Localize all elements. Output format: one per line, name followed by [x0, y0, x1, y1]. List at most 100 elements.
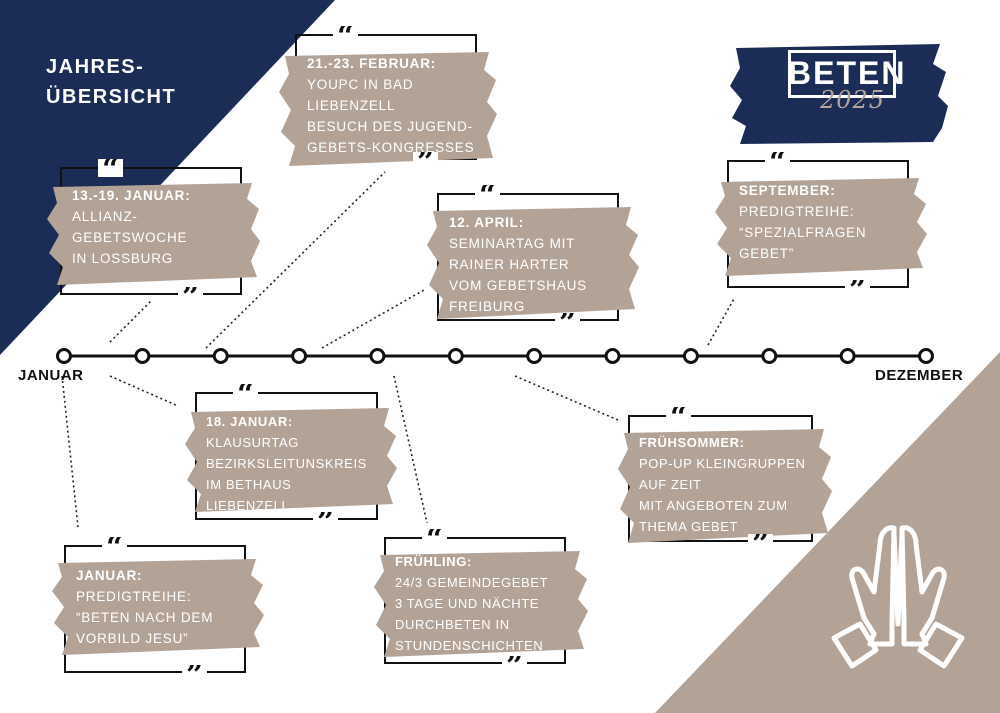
quote-close-icon: ”: [845, 280, 871, 298]
connector-line: [109, 299, 153, 343]
event-card-fruehling: “ ” FRÜHLING: 24/3 GEMEINDEGEBET 3 TAGE …: [374, 529, 588, 674]
connector-line: [514, 375, 619, 421]
event-line: THEMA GEBET: [639, 519, 739, 534]
event-line: RAINER HARTER: [449, 257, 570, 272]
event-line: PREDIGTREIHE:: [739, 204, 855, 219]
event-card-youpc: “ ” 21.-23. FEBRUAR: YOUPC IN BAD LIEBEN…: [279, 26, 497, 170]
event-line: GEBET”: [739, 246, 795, 261]
event-heading: 13.-19. JANUAR:: [72, 188, 191, 203]
connector-lines: [61, 171, 736, 528]
event-line: AUF ZEIT: [639, 477, 702, 492]
timeline-month-marker: [839, 348, 856, 364]
event-line: SEMINARTAG MIT: [449, 236, 576, 251]
brush-stroke: [52, 559, 264, 655]
timeline-month-marker: [134, 348, 151, 364]
connector-line: [61, 375, 79, 528]
event-line: VORBILD JESU”: [76, 631, 189, 646]
brush-stroke: [185, 408, 397, 512]
event-line: BEZIRKSLEITUNSKREIS: [206, 456, 367, 471]
timeline-month-marker: [369, 348, 386, 364]
event-heading: SEPTEMBER:: [739, 183, 836, 198]
event-line: DURCHBETEN IN: [395, 617, 510, 632]
event-line: YOUPC IN BAD: [307, 77, 414, 92]
quote-close-icon: ”: [555, 313, 581, 331]
event-heading: FRÜHLING:: [395, 554, 472, 569]
timeline-month-marker: [918, 348, 934, 364]
event-line: STUNDENSCHICHTEN: [395, 638, 544, 653]
event-line: GEBETS-KONGRESSES: [307, 140, 475, 155]
timeline-month-marker: [526, 348, 543, 364]
quote-open-icon: “: [475, 185, 501, 203]
quote-open-icon: “: [765, 152, 791, 170]
page-title: JAHRES- ÜBERSICHT: [46, 52, 176, 112]
timeline-start-label: JANUAR: [18, 367, 84, 384]
quote-close-icon: ”: [313, 512, 339, 530]
brush-stroke: [618, 429, 832, 543]
event-line: KLAUSURTAG: [206, 435, 299, 450]
event-line: PREDIGTREIHE:: [76, 589, 192, 604]
brush-stroke: [47, 183, 260, 285]
quote-open-icon: “: [102, 537, 128, 555]
connector-line: [393, 375, 428, 524]
quote-close-icon: ”: [413, 152, 439, 170]
event-card-september: “ ” SEPTEMBER: PREDIGTREIHE: “SPEZIALFRA…: [715, 152, 927, 298]
event-heading: 21.-23. FEBRUAR:: [307, 56, 437, 71]
quote-close-icon: ”: [502, 656, 528, 674]
connector-line: [109, 375, 179, 407]
timeline-month-marker: [761, 348, 778, 364]
timeline-month-marker: [56, 348, 72, 364]
event-heading: JANUAR:: [76, 568, 143, 583]
praying-hands-icon: [831, 525, 965, 669]
event-line: “BETEN NACH DEM: [76, 610, 214, 625]
timeline-month-marker: [447, 348, 464, 364]
event-line: “SPEZIALFRAGEN: [739, 225, 867, 240]
event-line: VOM GEBETSHAUS: [449, 278, 587, 293]
beten-logo: BETEN 2025: [728, 42, 948, 146]
brush-stroke: [715, 178, 927, 276]
event-line: IM BETHAUS: [206, 477, 292, 492]
event-line: IN LOSSBURG: [72, 251, 174, 266]
logo-year: 2025: [820, 86, 886, 114]
logo-frame: [788, 50, 896, 98]
event-card-fruehsommer: “ ” FRÜHSOMMER: POP-UP KLEINGRUPPEN AUF …: [618, 407, 832, 552]
event-line: ALLIANZ-: [72, 209, 138, 224]
event-line: 3 TAGE UND NÄCHTE: [395, 596, 540, 611]
logo-word: BETEN: [788, 55, 907, 91]
quote-open-icon: “: [333, 26, 359, 44]
event-line: MIT ANGEBOTEN ZUM: [639, 498, 788, 513]
quote-close-icon: ”: [182, 665, 208, 683]
quote-close-icon: ”: [748, 534, 774, 552]
quote-close-icon: ”: [178, 287, 204, 305]
event-card-seminartag: “ ” 12. APRIL: SEMINARTAG MIT RAINER HAR…: [427, 185, 639, 331]
connector-line: [205, 171, 386, 349]
connector-line: [707, 296, 736, 346]
event-heading: 12. APRIL:: [449, 215, 525, 230]
quote-open-icon: “: [422, 529, 448, 547]
event-heading: FRÜHSOMMER:: [639, 435, 745, 450]
event-line: POP-UP KLEINGRUPPEN: [639, 456, 806, 471]
brush-stroke: [279, 52, 497, 166]
title-line: ÜBERSICHT: [46, 86, 177, 108]
title-line: JAHRES-: [46, 56, 145, 78]
brush-stroke: [427, 207, 639, 319]
event-card-klausurtag: “ ” 18. JANUAR: KLAUSURTAG BEZIRKSLEITUN…: [185, 384, 397, 530]
event-card-allianz: “ ” 13.-19. JANUAR: ALLIANZ- GEBETSWOCHE…: [47, 159, 260, 305]
event-card-predigtreihe-jesu: “ ” JANUAR: PREDIGTREIHE: “BETEN NACH DE…: [52, 537, 264, 683]
timeline-month-marker: [682, 348, 699, 364]
event-line: BESUCH DES JUGEND-: [307, 119, 473, 134]
quote-open-icon: “: [98, 159, 124, 177]
timeline-end-label: DEZEMBER: [875, 367, 964, 384]
timeline-markers: [56, 348, 934, 364]
event-line: 24/3 GEMEINDEGEBET: [395, 575, 549, 590]
event-heading: 18. JANUAR:: [206, 414, 293, 429]
timeline-month-marker: [212, 348, 229, 364]
timeline-month-marker: [291, 348, 308, 364]
timeline-month-marker: [604, 348, 621, 364]
quote-open-icon: “: [233, 384, 259, 402]
event-line: FREIBURG: [449, 299, 526, 314]
event-line: LIEBENZELL: [206, 498, 290, 513]
connector-line: [321, 289, 425, 349]
brush-stroke: [374, 551, 588, 657]
quote-open-icon: “: [666, 407, 692, 425]
event-line: GEBETSWOCHE: [72, 230, 188, 245]
